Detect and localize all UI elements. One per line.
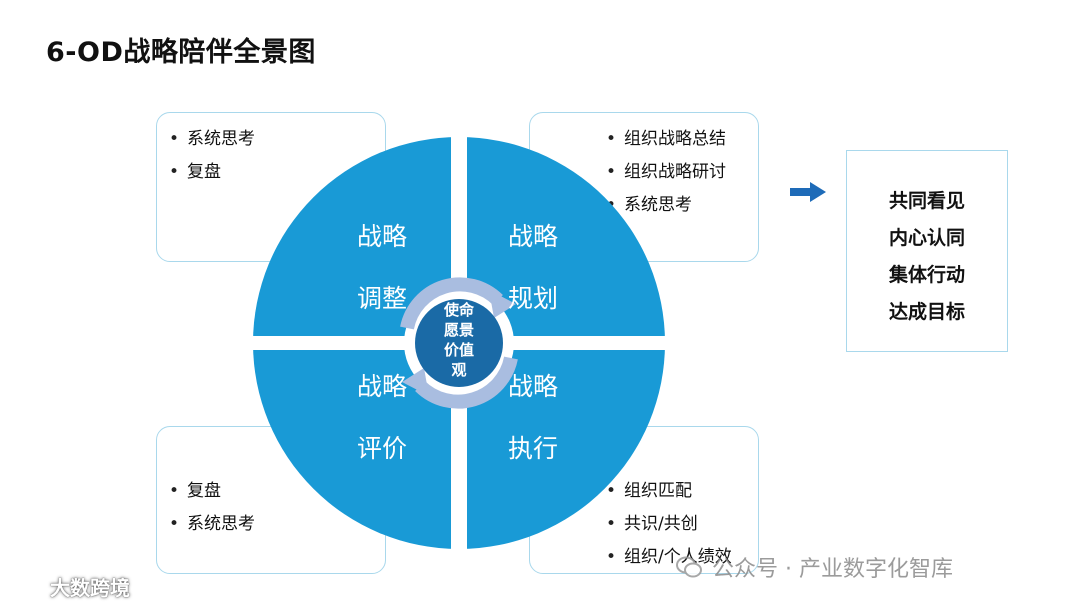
quadrant-strategy-evaluate: 战略 评价 bbox=[342, 372, 422, 464]
outcome-box: 共同看见 内心认同 集体行动 达成目标 bbox=[846, 150, 1008, 352]
center-label: 愿景 bbox=[443, 321, 474, 339]
center-label: 使命 bbox=[443, 301, 474, 319]
wechat-icon bbox=[676, 556, 702, 578]
page-title: 6-OD战略陪伴全景图 bbox=[46, 37, 316, 68]
quadrant-strategy-execute: 战略 执行 bbox=[493, 372, 573, 464]
list-item: 系统思考 bbox=[169, 508, 385, 541]
quadrant-label: 执行 bbox=[507, 434, 558, 463]
watermark-wechat: 公众号 · 产业数字化智库 bbox=[676, 551, 953, 583]
quadrant-label: 战略 bbox=[356, 222, 407, 251]
outcome-item: 共同看见 bbox=[888, 190, 965, 212]
outcome-item: 达成目标 bbox=[888, 301, 965, 323]
center-core bbox=[415, 299, 503, 387]
list-item: 复盘 bbox=[169, 156, 385, 189]
quadrant-label: 战略 bbox=[356, 372, 407, 401]
list-item: 共识/共创 bbox=[606, 508, 758, 541]
quadrant-label: 战略 bbox=[507, 222, 558, 251]
list-item: 组织匹配 bbox=[606, 475, 758, 508]
watermark-text: 大数跨境 bbox=[50, 576, 130, 600]
list-item: 系统思考 bbox=[169, 123, 385, 156]
list-item: 组织战略总结 bbox=[606, 123, 758, 156]
list-item: 组织战略研讨 bbox=[606, 156, 758, 189]
list-item: 组织/个人绩效 bbox=[606, 541, 758, 574]
quadrant-label: 评价 bbox=[356, 434, 407, 463]
outcome-item: 内心认同 bbox=[888, 227, 965, 249]
cycle-arrowhead-top bbox=[489, 290, 516, 318]
logo-icon bbox=[15, 579, 41, 594]
quadrant-label: 规划 bbox=[507, 284, 558, 313]
mission-vision-values: 使命 愿景 价值 观 bbox=[430, 300, 488, 380]
right-arrow-icon bbox=[790, 182, 826, 202]
quadrant-strategy-adjust: 战略 调整 bbox=[342, 222, 422, 314]
watermark-text: 公众号 · 产业数字化智库 bbox=[712, 557, 953, 582]
outcome-item: 集体行动 bbox=[888, 264, 965, 286]
center-label: 观 bbox=[451, 361, 467, 379]
list-item: 复盘 bbox=[169, 475, 385, 508]
quadrant-strategy-plan: 战略 规划 bbox=[493, 222, 573, 314]
cycle-arrowhead-bottom bbox=[402, 368, 429, 396]
cycle-arrows-icon bbox=[400, 277, 518, 409]
watermark-logo: 大数跨境 bbox=[14, 572, 130, 601]
quadrant-label: 调整 bbox=[356, 284, 407, 313]
quadrant-label: 战略 bbox=[507, 372, 558, 401]
center-label: 价值 bbox=[443, 341, 474, 359]
